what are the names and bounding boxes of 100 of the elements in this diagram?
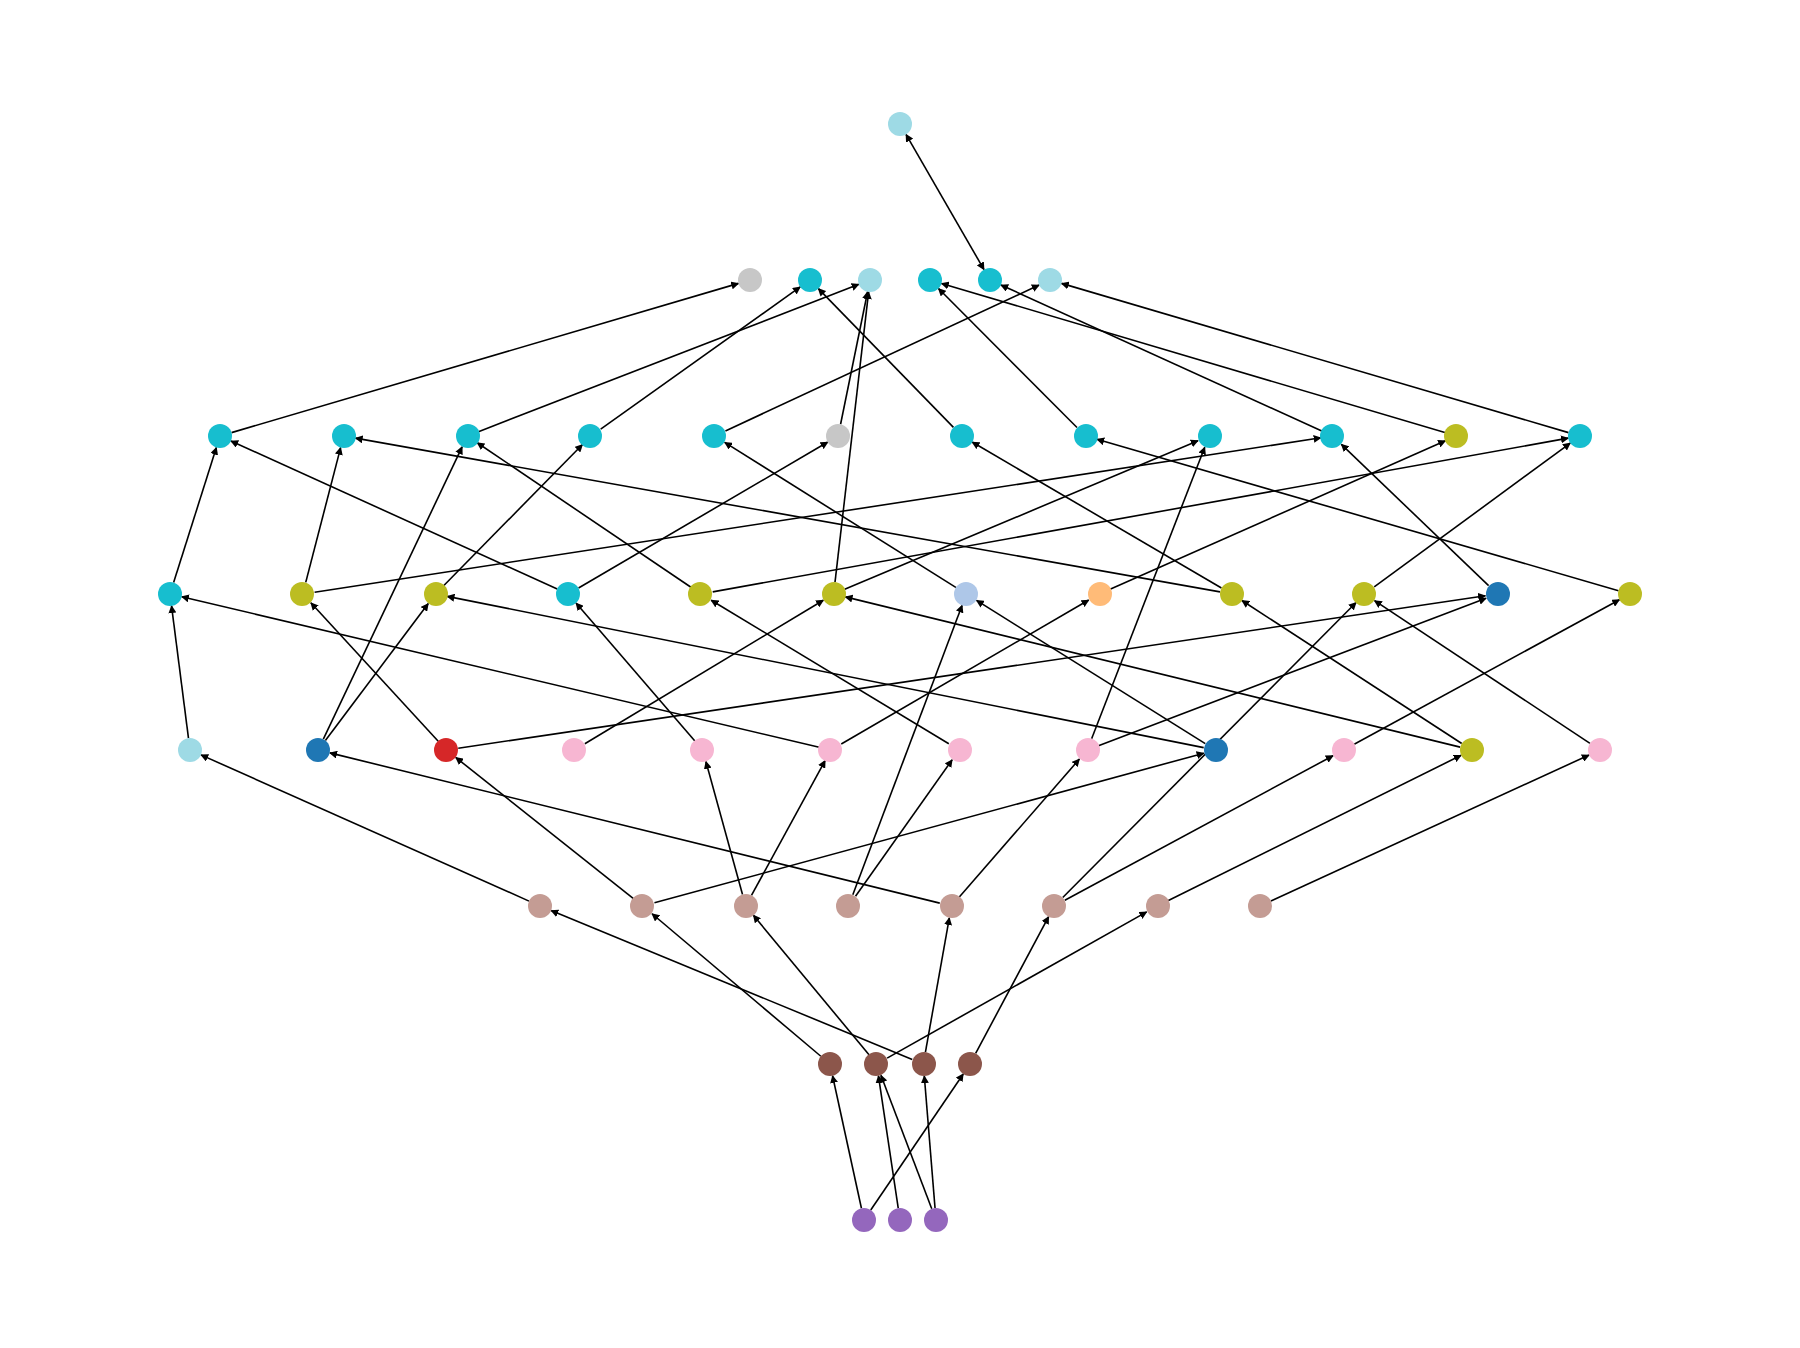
graph-node [1248, 894, 1272, 918]
graph-node [306, 738, 331, 762]
graph-node [836, 894, 861, 918]
graph-node [821, 582, 846, 606]
graph-node [1145, 894, 1170, 918]
arrow [322, 446, 463, 740]
arrow [310, 602, 440, 742]
graph-node [826, 424, 851, 448]
graph-node [1568, 424, 1592, 448]
graph-node [1219, 582, 1244, 606]
graph-node [888, 1208, 912, 1232]
arrow [1167, 754, 1462, 902]
arrow [1061, 601, 1357, 899]
arrow [854, 759, 953, 897]
arrow [975, 599, 1207, 745]
arrow [703, 760, 744, 896]
graph-node [733, 894, 758, 918]
arrow [457, 592, 1487, 750]
graph-node [1038, 268, 1062, 292]
arrow [329, 750, 941, 904]
arrow [1096, 437, 1620, 592]
graph-node [1197, 424, 1222, 448]
arrow [971, 441, 1223, 589]
arrow [879, 1074, 933, 1210]
graph-node [818, 1052, 842, 1076]
graph-node [1075, 738, 1100, 762]
graph-node [818, 738, 843, 762]
arrow [886, 911, 1148, 1059]
arrow [443, 443, 584, 587]
graph-node [924, 1208, 948, 1232]
arrow [852, 604, 964, 896]
graph-node [798, 268, 822, 292]
graph-node [947, 738, 972, 762]
arrow [723, 441, 957, 589]
arrow [937, 287, 1078, 429]
graph-node [1087, 582, 1112, 606]
graph-node [528, 894, 552, 918]
arrow [584, 599, 825, 745]
graph-node [208, 424, 232, 448]
arrow [840, 599, 1090, 745]
arrow [1241, 599, 1463, 745]
graph-node [939, 894, 964, 918]
arrow [599, 286, 801, 430]
arrow [180, 594, 821, 749]
arrow [1064, 754, 1334, 902]
arrow [724, 284, 1040, 432]
arrow [834, 291, 872, 583]
arrow [651, 912, 822, 1058]
graph-node [888, 112, 912, 136]
graph-node [1459, 738, 1484, 762]
graph-node [1618, 582, 1642, 606]
arrow [1373, 442, 1572, 588]
graph-node [949, 424, 974, 448]
arrow [830, 1074, 863, 1210]
graph-node [958, 1052, 982, 1076]
graph-node [738, 268, 762, 292]
arrow [1353, 598, 1621, 746]
graph-node [918, 268, 942, 292]
graph-node [630, 894, 655, 918]
graph-node [1444, 424, 1469, 448]
graph-node [688, 582, 713, 606]
arrow [324, 602, 430, 742]
arrow [1109, 440, 1447, 590]
arrow [750, 759, 826, 897]
graph-node [178, 738, 202, 762]
graph-node [858, 268, 882, 292]
arrow [1340, 443, 1490, 587]
graph-node [158, 582, 182, 606]
arrow [304, 446, 343, 584]
arrow [817, 287, 955, 429]
graph-node [434, 738, 459, 762]
graph-node [1073, 424, 1098, 448]
arrow [230, 440, 559, 590]
graph-node [423, 582, 448, 606]
arrow [446, 593, 1205, 749]
graph-node [978, 268, 1002, 292]
arrow [974, 915, 1050, 1055]
graph-node [562, 738, 587, 762]
arrow [577, 441, 829, 589]
graph-node [1588, 738, 1612, 762]
arrow [200, 754, 530, 902]
graph-node [1203, 738, 1228, 762]
graph-node [864, 1052, 889, 1076]
arrow [1060, 281, 1570, 434]
arrow [550, 909, 914, 1061]
arrow [1097, 597, 1487, 747]
arrow [924, 917, 952, 1053]
arrow [653, 751, 1205, 904]
graph-node [455, 424, 480, 448]
arrow [905, 133, 985, 271]
arrow [839, 290, 871, 426]
graph-node [690, 738, 715, 762]
graph-node [1042, 894, 1067, 918]
graph-node [1352, 582, 1377, 606]
graph-node [578, 424, 603, 448]
arrow [477, 283, 860, 433]
arrow [575, 602, 696, 742]
graph-node [702, 424, 727, 448]
graph-node [1331, 738, 1356, 762]
arrow [711, 435, 1569, 593]
